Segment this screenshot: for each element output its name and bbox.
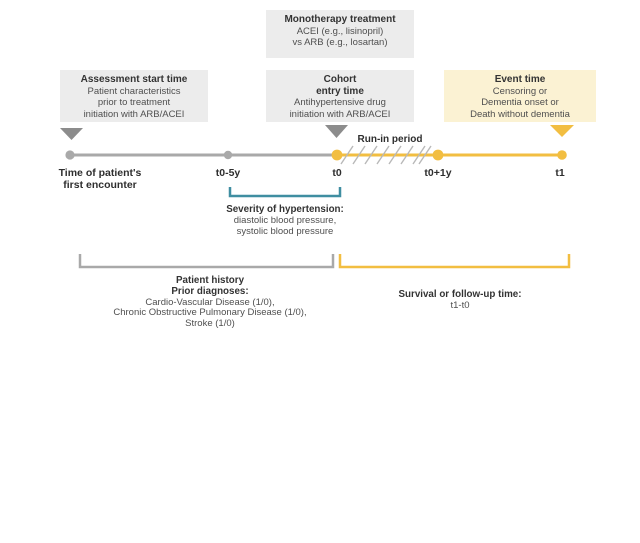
t0-plus-1y-label: t0+1y bbox=[424, 167, 452, 179]
first-encounter-label-line: first encounter bbox=[63, 179, 137, 191]
timeline-dot-t0-minus-5y bbox=[223, 150, 233, 160]
severity-note-line: diastolic blood pressure, bbox=[233, 214, 337, 226]
severity-note-line: systolic blood pressure bbox=[236, 225, 334, 237]
patient-history-note: Patient history Prior diagnoses: Cardio-… bbox=[84, 275, 336, 330]
cohort-marker-triangle bbox=[325, 125, 348, 138]
severity-note-title: Severity of hypertension: bbox=[226, 204, 344, 215]
assessment-line: Patient characteristics bbox=[87, 85, 181, 97]
runin-period-label: Run-in period bbox=[357, 134, 423, 145]
cohort-entry-box: Cohort entry time Antihypertensive drug … bbox=[266, 70, 414, 122]
assessment-line: prior to treatment bbox=[97, 97, 171, 108]
t1-label: t1 bbox=[555, 167, 565, 179]
assessment-title: Assessment start time bbox=[80, 74, 188, 85]
event-marker-triangle bbox=[550, 125, 574, 137]
timeline-dot-first-encounter bbox=[65, 150, 75, 160]
followup-note: Survival or follow-up time: t1-t0 bbox=[360, 289, 560, 312]
assessment-line: initiation with ARB/ACEI bbox=[83, 108, 185, 120]
cohort-line: Antihypertensive drug bbox=[294, 97, 386, 108]
timeline-dot-t0 bbox=[331, 149, 343, 161]
monotherapy-line: vs ARB (e.g., losartan) bbox=[292, 37, 388, 48]
followup-note-value: t1-t0 bbox=[450, 299, 470, 311]
patient-history-bracket bbox=[78, 254, 335, 269]
first-encounter-label-line: Time of patient's bbox=[58, 167, 142, 179]
followup-bracket bbox=[338, 254, 571, 269]
t0-minus-5y-label: t0-5y bbox=[215, 167, 241, 179]
patient-history-line: Stroke (1/0) bbox=[185, 318, 235, 330]
event-line: Death without dementia bbox=[470, 108, 570, 120]
event-title: Event time bbox=[494, 74, 546, 85]
hypertension-bracket bbox=[228, 187, 342, 198]
severity-note: Severity of hypertension: diastolic bloo… bbox=[175, 204, 395, 237]
patient-history-line: Cardio-Vascular Disease (1/0), bbox=[145, 296, 275, 308]
patient-history-line: Chronic Obstructive Pulmonary Disease (1… bbox=[113, 307, 307, 319]
event-time-box: Event time Censoring or Dementia onset o… bbox=[444, 70, 596, 122]
cohort-title: entry time bbox=[316, 85, 364, 97]
first-encounter-label: Time of patient's first encounter bbox=[40, 167, 160, 191]
event-line: Censoring or bbox=[492, 85, 548, 97]
timeline-dot-t1 bbox=[557, 150, 567, 160]
monotherapy-treatment-box: Monotherapy treatment ACEI (e.g., lisino… bbox=[266, 10, 414, 58]
followup-note-title: Survival or follow-up time: bbox=[398, 289, 522, 300]
patient-history-title: Patient history bbox=[175, 275, 245, 286]
timeline-dot-t0-plus-1y bbox=[432, 149, 444, 161]
cohort-title: Cohort bbox=[323, 74, 357, 85]
cohort-line: initiation with ARB/ACEI bbox=[289, 108, 391, 120]
monotherapy-line: ACEI (e.g., lisinopril) bbox=[296, 25, 384, 37]
patient-history-subtitle: Prior diagnoses: bbox=[171, 285, 249, 297]
runin-hatch-marks bbox=[340, 145, 432, 165]
assessment-marker-triangle bbox=[60, 128, 83, 140]
event-line: Dementia onset or bbox=[481, 97, 559, 108]
t0-label: t0 bbox=[332, 167, 342, 179]
monotherapy-title: Monotherapy treatment bbox=[284, 14, 396, 25]
assessment-start-box: Assessment start time Patient characteri… bbox=[60, 70, 208, 122]
